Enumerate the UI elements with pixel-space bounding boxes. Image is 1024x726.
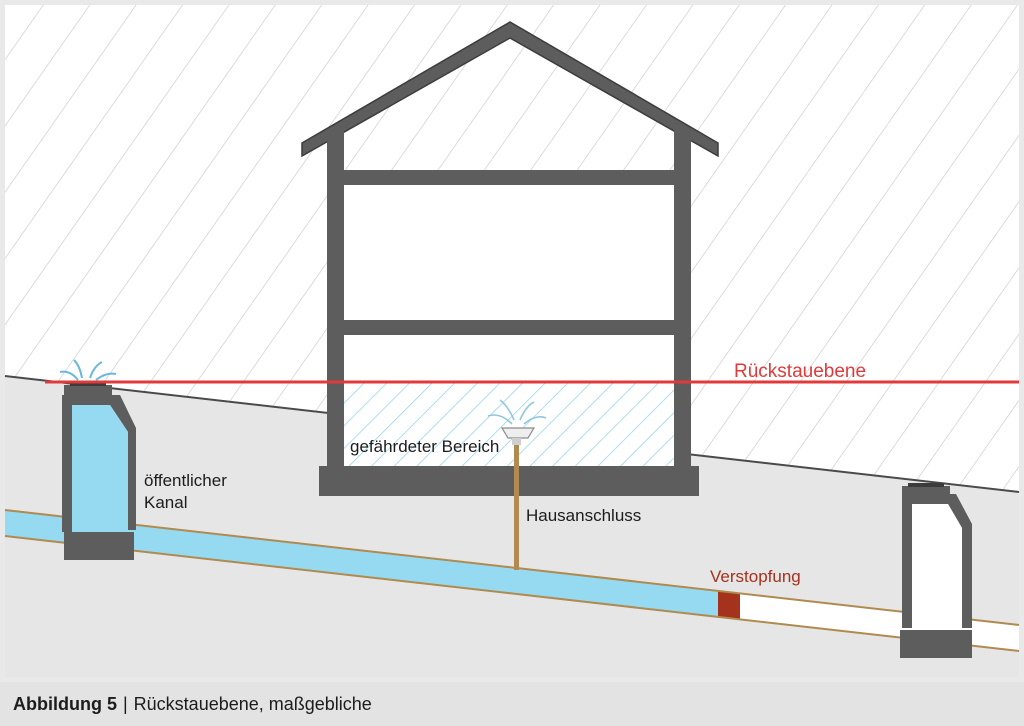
pipe-bottom-edge [4, 535, 1020, 652]
danger-zone-label: gefährdeter Bereich [350, 437, 499, 456]
sewer-pipe-water [5, 510, 718, 617]
house-connection-label: Hausanschluss [526, 506, 641, 525]
public-sewer-label-line1: öffentlicher [144, 471, 227, 490]
caption-text: Rückstauebene, maßgebliche [133, 693, 372, 714]
figure-number: Abbildung 5 [13, 693, 117, 714]
left-manhole [62, 381, 136, 560]
blockage-label: Verstopfung [710, 567, 801, 586]
overflow-spray-icon [59, 359, 117, 381]
backflow-level-label: Rückstauebene [734, 361, 866, 382]
public-sewer-label-line2: Kanal [144, 493, 187, 512]
danger-zone-hatch [344, 382, 674, 470]
right-manhole [900, 483, 972, 658]
pipe-top-edge [4, 509, 1020, 626]
basin-spray-icon [487, 399, 547, 425]
backflow-diagram: Rückstauebene gefährdeter Bereich öffent… [0, 0, 1024, 682]
blockage [718, 591, 740, 620]
house-connection [500, 427, 536, 570]
caption-separator: | [122, 693, 128, 714]
figure-caption: Abbildung 5 | Rückstauebene, maßgebliche [0, 682, 1024, 726]
